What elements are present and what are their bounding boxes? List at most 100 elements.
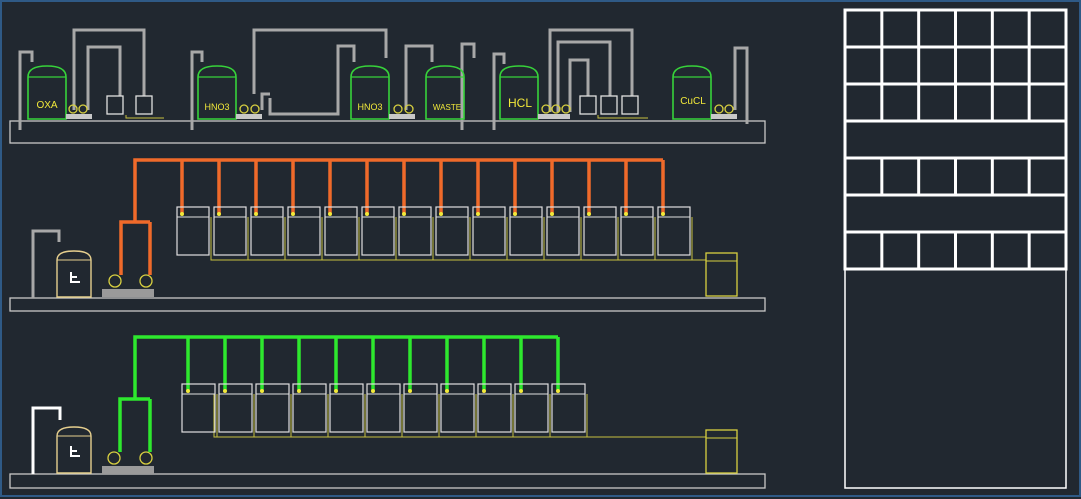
nozzle-dot — [661, 212, 665, 216]
pump-icon — [139, 451, 153, 465]
dosing-pumps — [66, 104, 737, 119]
process-cell — [292, 383, 327, 433]
nozzle-dot — [371, 389, 375, 393]
top-shelf — [9, 120, 766, 144]
process-cell — [546, 206, 580, 256]
storage-tank: WASTE — [425, 65, 465, 120]
side-panel-grid — [843, 8, 1068, 489]
nozzle-dot — [328, 212, 332, 216]
storage-tank: HCL — [499, 65, 539, 120]
process-cell — [657, 206, 691, 256]
storage-tank: HNO3 — [197, 65, 237, 120]
process-cell — [551, 383, 586, 433]
panel-band — [843, 193, 1068, 234]
pump-pair-icon — [236, 104, 262, 119]
process-cell — [287, 206, 321, 256]
process-cell — [440, 383, 475, 433]
nozzle-dot — [186, 389, 190, 393]
orange-manifold — [119, 158, 665, 275]
process-cell — [361, 206, 395, 256]
nozzle-dot — [439, 212, 443, 216]
collection-tank — [705, 429, 738, 474]
middle-process-cells — [176, 206, 706, 261]
nozzle-dot — [624, 212, 628, 216]
pump-skid — [102, 466, 154, 474]
nozzle-dot — [445, 389, 449, 393]
return-line — [213, 394, 706, 438]
process-cell — [250, 206, 284, 256]
nozzle-dot — [513, 212, 517, 216]
bottom-shelf — [9, 473, 766, 489]
top-yellow-lines — [125, 115, 648, 119]
pump-pair-icon — [389, 104, 415, 119]
process-cell — [514, 383, 549, 433]
pump-icon — [108, 274, 122, 288]
pump-riser — [119, 220, 135, 275]
pump-skid — [102, 289, 154, 297]
process-cell — [435, 206, 469, 256]
storage-tank-icon — [27, 65, 67, 120]
middle-shelf — [9, 297, 766, 312]
pump-icon — [107, 451, 121, 465]
process-cell — [403, 383, 438, 433]
process-cell — [583, 206, 617, 256]
tank-label: HCL — [508, 96, 532, 110]
nozzle-dot — [297, 389, 301, 393]
tank-label: HNO3 — [204, 102, 229, 112]
process-cell — [181, 383, 216, 433]
top-row: OXA HNO3 HNO3 WASTE HCL — [9, 28, 766, 144]
process-cell — [213, 206, 247, 256]
nozzle-dot — [254, 212, 258, 216]
nozzle-dot — [587, 212, 591, 216]
storage-tank: CuCL — [672, 65, 712, 120]
collection-tank — [705, 252, 738, 297]
pump-riser — [118, 397, 135, 452]
storage-tank-icon — [499, 65, 539, 120]
pump-icon — [139, 274, 153, 288]
manifold-header — [133, 158, 663, 222]
bottom-process-cells — [181, 383, 706, 438]
manifold-header — [133, 335, 558, 399]
storage-tank: OXA — [27, 65, 67, 120]
filter-boxes — [106, 95, 639, 115]
process-cell — [398, 206, 432, 256]
nozzle-dot — [260, 389, 264, 393]
filter-box — [135, 95, 153, 115]
tank-label: CuCL — [680, 96, 706, 107]
process-cell — [366, 383, 401, 433]
process-cell — [329, 383, 364, 433]
process-cell — [324, 206, 358, 256]
pump-pair-icon — [66, 104, 92, 119]
nozzle-dot — [550, 212, 554, 216]
pump-pair-icon — [711, 104, 737, 119]
tank-label: OXA — [36, 100, 57, 111]
nozzle-dot — [223, 389, 227, 393]
beige-tank-icon — [56, 250, 92, 298]
beige-tank — [56, 250, 92, 298]
nozzle-dot — [408, 389, 412, 393]
process-cell — [218, 383, 253, 433]
nozzle-dot — [291, 212, 295, 216]
filter-box — [106, 95, 124, 115]
process-cell — [472, 206, 506, 256]
process-cell — [620, 206, 654, 256]
tank-label: HNO3 — [357, 102, 382, 112]
vent-pipe — [31, 406, 62, 474]
nozzle-dot — [482, 389, 486, 393]
pump-pair — [102, 451, 154, 474]
pump-pair — [102, 274, 154, 297]
filter-box — [579, 95, 597, 115]
green-manifold — [118, 335, 560, 452]
nozzle-dot — [217, 212, 221, 216]
process-cell — [176, 206, 210, 256]
nozzle-dot — [402, 212, 406, 216]
panel-band — [843, 119, 1068, 160]
filter-box — [600, 95, 618, 115]
filter-box — [621, 95, 639, 115]
process-cell — [255, 383, 290, 433]
beige-tank — [56, 426, 92, 474]
storage-tank: HNO3 — [350, 65, 390, 120]
storage-tank-icon — [672, 65, 712, 120]
